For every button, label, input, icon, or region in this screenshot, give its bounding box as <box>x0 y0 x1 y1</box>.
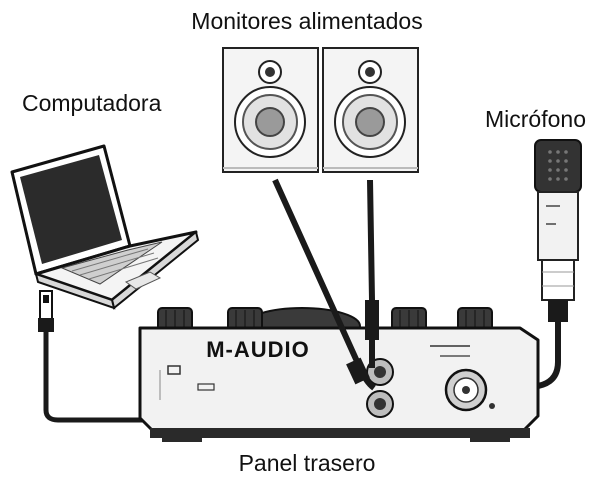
speaker-left-icon <box>222 47 319 173</box>
audio-interface-icon <box>138 307 540 442</box>
label-microphone: Micrófono <box>485 106 586 132</box>
device-brand: M-AUDIO <box>206 337 310 362</box>
label-rear-panel: Panel trasero <box>238 450 376 476</box>
laptop-icon <box>10 144 200 310</box>
label-powered-monitors: Monitores alimentados <box>191 8 423 34</box>
speaker-right-icon <box>322 47 419 173</box>
label-computer: Computadora <box>22 90 162 116</box>
speaker-plug-left <box>346 357 370 385</box>
speaker-plug-right <box>365 300 379 340</box>
microphone-icon <box>534 139 582 322</box>
